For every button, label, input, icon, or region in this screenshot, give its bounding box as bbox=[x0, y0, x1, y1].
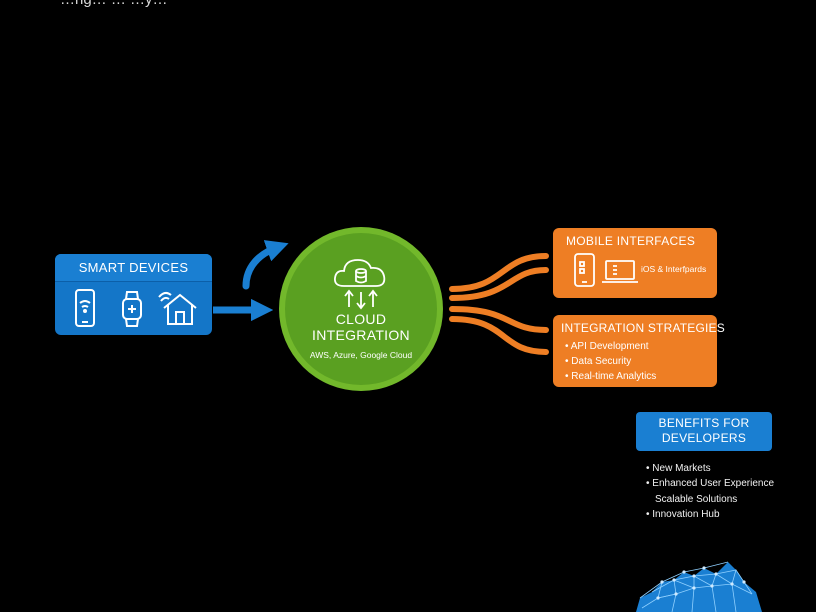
list-item: API Development bbox=[565, 339, 656, 354]
blue-arrows bbox=[213, 240, 289, 322]
laptop-icon bbox=[602, 260, 638, 283]
partial-heading: …ng… … …y… bbox=[60, 0, 168, 8]
cloud-integration-title: CLOUD INTEGRATION bbox=[290, 311, 432, 343]
list-item: Scalable Solutions bbox=[655, 493, 738, 505]
mobile-interfaces-title: MOBILE INTERFACES bbox=[566, 234, 696, 248]
benefits-list: New Markets Enhanced User Experience Sca… bbox=[646, 461, 774, 522]
cloud-providers: AWS, Azure, Google Cloud bbox=[309, 350, 413, 360]
cloud-database-icon bbox=[334, 259, 386, 310]
smartwatch-icon bbox=[122, 291, 142, 327]
smartphone-wifi-icon bbox=[75, 289, 95, 327]
benefits-title-line1: BENEFITS FOR bbox=[658, 416, 750, 430]
benefits-title-line2: DEVELOPERS bbox=[661, 431, 747, 445]
benefits-card bbox=[636, 412, 772, 451]
benefits-title: BENEFITS FOR DEVELOPERS bbox=[636, 416, 772, 446]
cloud-title-line1: CLOUD bbox=[335, 311, 387, 327]
mobile-icons bbox=[574, 253, 638, 287]
list-item: Enhanced User Experience bbox=[646, 476, 774, 491]
mobile-interfaces-subtitle: iOS & Interfpards bbox=[641, 264, 707, 274]
cloud-title-line2: INTEGRATION bbox=[312, 327, 410, 343]
integration-strategies-title: INTEGRATION STRATEGIES bbox=[561, 321, 725, 335]
integration-strategies-list: API Development Data Security Real-time … bbox=[565, 339, 657, 384]
list-item: New Markets bbox=[646, 461, 774, 476]
list-item: Real-time Analytics bbox=[565, 369, 656, 384]
orange-branches bbox=[449, 253, 549, 355]
smart-devices-icons bbox=[75, 289, 197, 327]
list-item: Innovation Hub bbox=[646, 507, 774, 522]
smart-home-icon bbox=[158, 291, 197, 325]
list-item: Data Security bbox=[565, 354, 656, 369]
arrow-curved-up bbox=[242, 240, 289, 290]
network-map-graphic bbox=[636, 561, 762, 612]
smart-devices-title: SMART DEVICES bbox=[55, 254, 212, 282]
phone-icon bbox=[574, 253, 595, 287]
smart-devices-card: SMART DEVICES bbox=[55, 254, 212, 335]
